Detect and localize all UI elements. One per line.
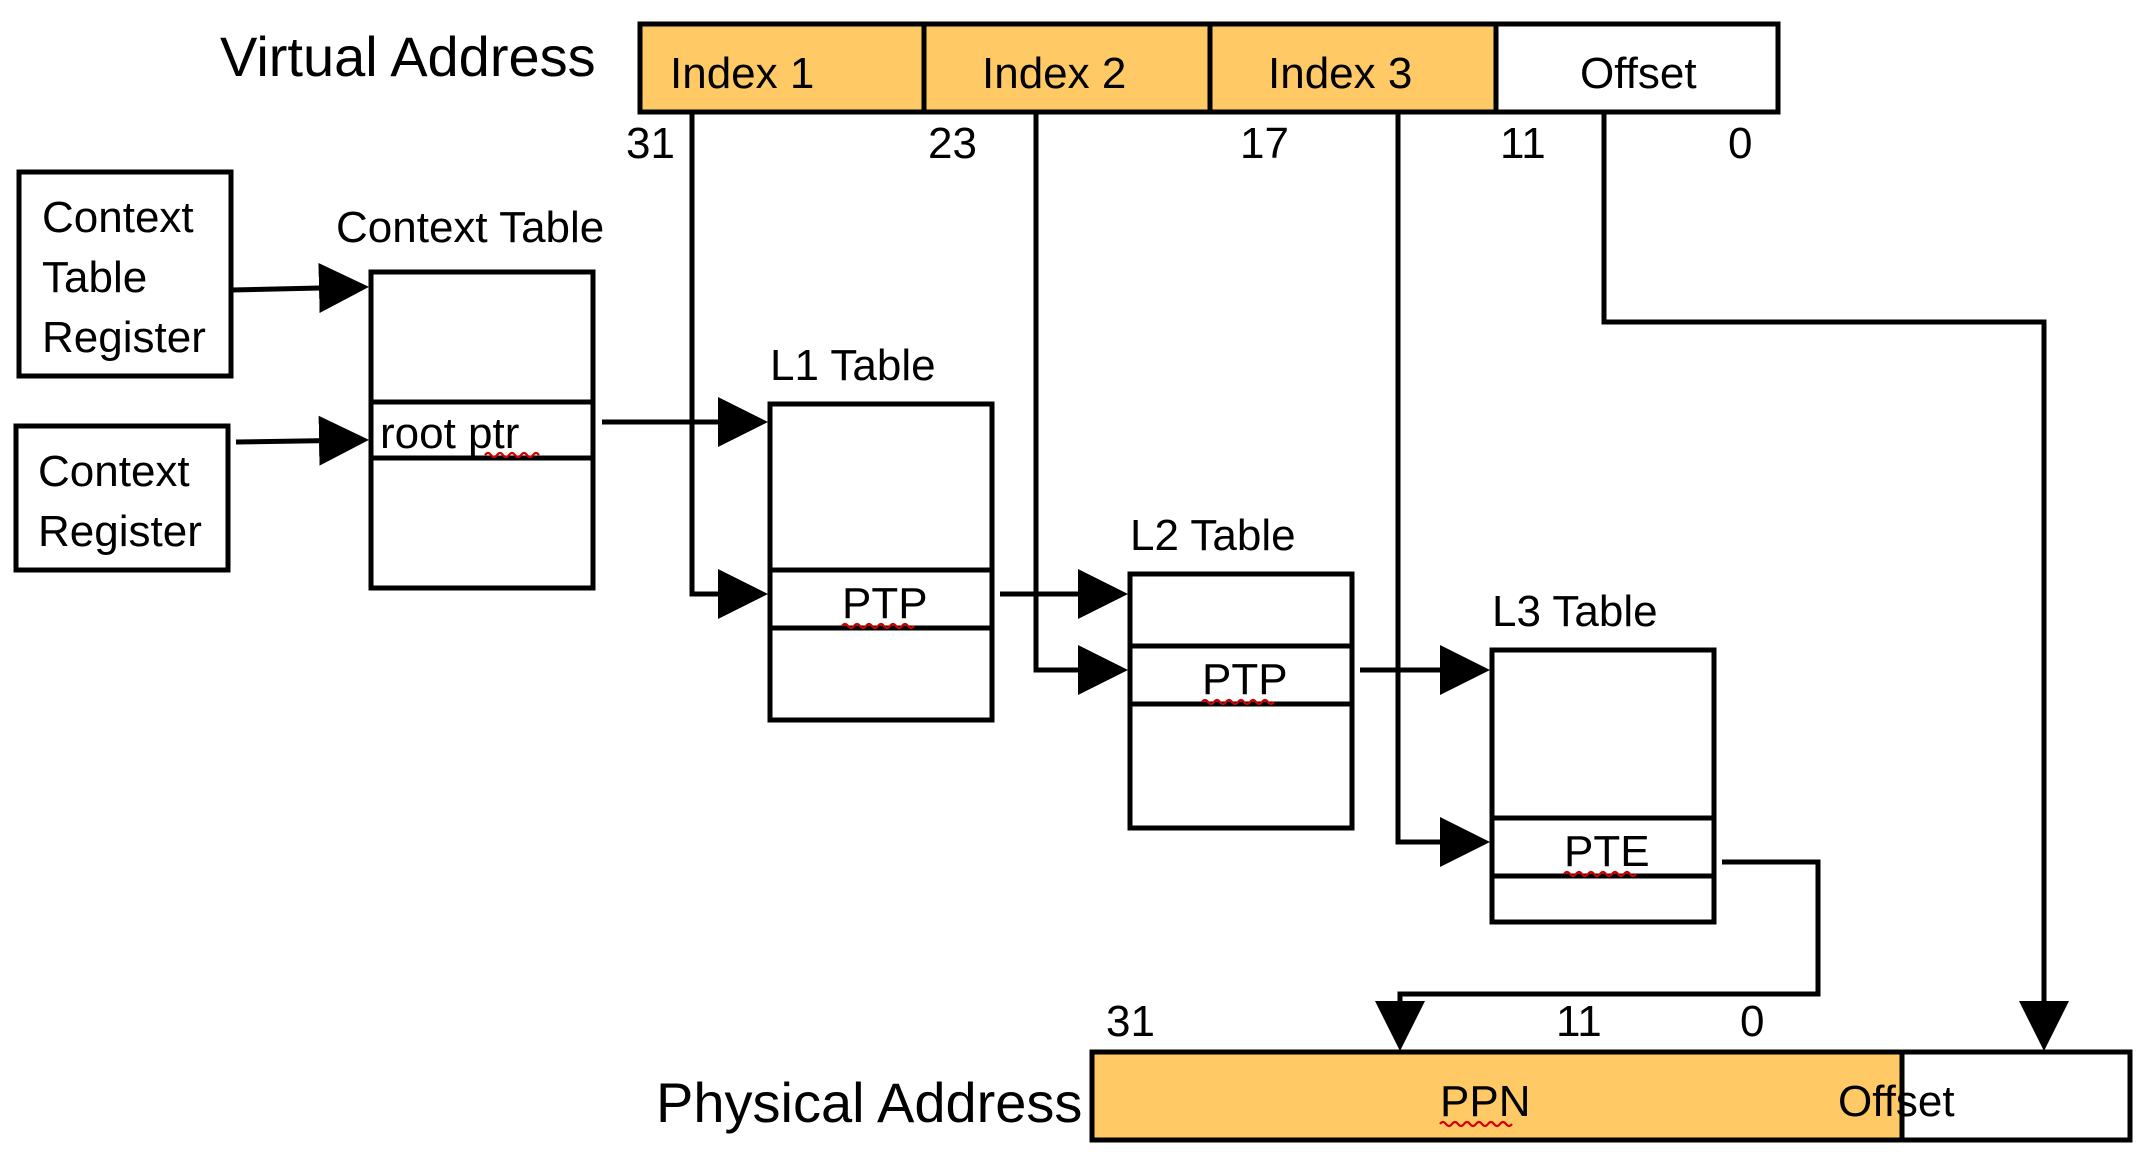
spell-underline: [484, 451, 540, 459]
l3-table-box: [1489, 647, 1717, 925]
virtual-address-register: Index 1 Index 2 Index 3 Offset: [637, 21, 1781, 115]
va-bit-23: 23: [928, 119, 977, 168]
context-table-register-line-3: Register: [42, 313, 206, 362]
va-bit-17: 17: [1240, 119, 1289, 168]
va-field-index-1: [637, 21, 927, 115]
pa-field-offset-label: Offset: [1838, 1077, 1955, 1126]
pa-bit-0: 0: [1740, 997, 1764, 1046]
arrow-cr-to-context-table: [235, 415, 369, 466]
arrow-offset-to-pa-offset: [1601, 112, 2069, 1051]
physical-address-register: PPN Offset: [1089, 1049, 2133, 1143]
physical-address-label: Physical Address: [656, 1071, 1082, 1134]
va-bit-labels: 31 23 17 11 0: [626, 119, 1752, 168]
va-field-index-3-label: Index 3: [1268, 49, 1412, 98]
va-field-index-2: [921, 21, 1213, 115]
pa-bit-31: 31: [1106, 997, 1155, 1046]
l2-table-entry: PTP: [1202, 655, 1288, 704]
context-table-register-line-1: Context: [42, 193, 194, 242]
va-field-index-1-label: Index 1: [670, 49, 814, 98]
spell-underline: [1439, 1120, 1513, 1128]
context-table-register: Context Table Register: [16, 169, 234, 379]
context-register-line-2: Register: [38, 507, 202, 556]
va-field-offset-label: Offset: [1580, 49, 1697, 98]
l2-table-title: L2 Table: [1130, 511, 1296, 560]
context-table-box: [368, 269, 596, 591]
arrow-pte-to-ppn: [1375, 859, 1821, 1051]
l3-table-entry: PTE: [1564, 827, 1650, 876]
pa-field-offset: [1899, 1049, 2133, 1143]
va-field-index-3: [1207, 21, 1499, 115]
spell-underline: [841, 622, 915, 630]
context-register: Context Register: [13, 423, 231, 573]
context-table: Context Table root ptr: [336, 203, 604, 591]
l3-table-title: L3 Table: [1492, 587, 1658, 636]
pa-field-ppn-label: PPN: [1440, 1077, 1530, 1126]
l3-table: L3 Table PTE: [1489, 587, 1717, 925]
l2-table: L2 Table PTP: [1127, 511, 1355, 831]
arrow-ctr-to-context-table: [230, 263, 369, 314]
arrow-index1-to-l1-entry: [689, 112, 768, 619]
va-bit-0: 0: [1728, 119, 1752, 168]
va-field-offset: [1493, 21, 1781, 115]
context-table-register-line-2: Table: [42, 253, 147, 302]
context-register-box: [13, 423, 231, 573]
spell-underline: [1563, 870, 1637, 878]
context-register-line-1: Context: [38, 447, 190, 496]
l1-table: L1 Table PTP: [767, 341, 995, 723]
l1-table-box: [767, 401, 995, 723]
l1-table-title: L1 Table: [770, 341, 936, 390]
connectors: [230, 112, 2069, 1051]
arrow-index2-to-l2-entry: [1033, 112, 1128, 695]
pa-bit-11: 11: [1556, 997, 1602, 1046]
va-bit-31: 31: [626, 119, 675, 168]
l1-table-entry: PTP: [842, 579, 928, 628]
context-table-register-box: [16, 169, 234, 379]
va-field-index-2-label: Index 2: [982, 49, 1126, 98]
arrow-index3-to-l3-entry: [1395, 112, 1490, 867]
spell-underline: [1201, 698, 1275, 706]
virtual-address-label: Virtual Address: [220, 25, 596, 88]
context-table-title: Context Table: [336, 203, 604, 252]
context-table-entry: root ptr: [380, 409, 519, 458]
va-bit-11: 11: [1500, 119, 1546, 168]
pa-bit-labels: 31 11 0: [1106, 997, 1764, 1046]
